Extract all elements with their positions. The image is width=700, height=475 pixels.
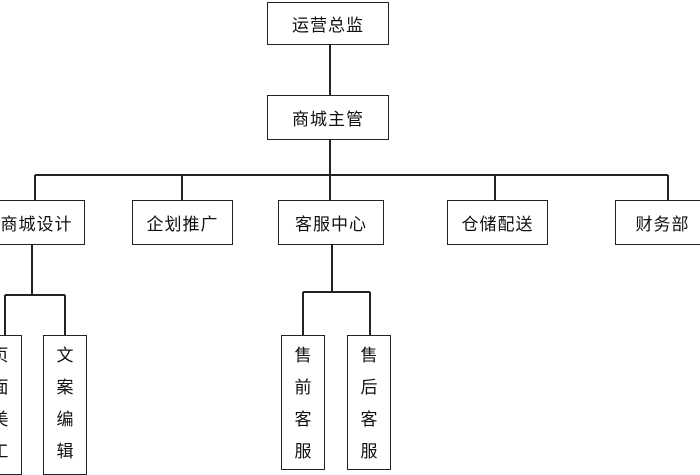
vertical-label-char: 案 bbox=[56, 378, 74, 398]
node-aftersales-service: 售后客服 bbox=[347, 335, 391, 470]
vertical-label: 售前客服 bbox=[282, 340, 324, 468]
node-planning-promotion: 企划推广 bbox=[132, 200, 233, 245]
node-finance-department: 财务部 bbox=[615, 200, 700, 245]
node-copy-editor: 文案编辑 bbox=[43, 335, 87, 475]
vertical-label: 文案编辑 bbox=[44, 340, 86, 468]
node-operations-director: 运营总监 bbox=[267, 2, 389, 45]
node-warehouse-delivery: 仓储配送 bbox=[447, 200, 548, 245]
vertical-label-char: 服 bbox=[360, 442, 378, 462]
vertical-label-char: 美 bbox=[0, 404, 21, 436]
vertical-label-char: 客 bbox=[294, 410, 312, 430]
vertical-label-char: 后 bbox=[360, 378, 378, 398]
vertical-label-char: 工 bbox=[0, 436, 21, 468]
vertical-label: 页面美工 bbox=[0, 340, 21, 468]
vertical-label-char: 辑 bbox=[56, 442, 74, 462]
vertical-label: 售后客服 bbox=[348, 340, 390, 468]
node-customer-service-center: 客服中心 bbox=[278, 200, 384, 245]
node-page-artist: 页面美工 bbox=[0, 335, 22, 475]
vertical-label-char: 页 bbox=[0, 340, 21, 372]
node-presales-service: 售前客服 bbox=[281, 335, 325, 470]
node-mall-manager: 商城主管 bbox=[267, 95, 389, 140]
vertical-label-char: 文 bbox=[56, 346, 74, 366]
vertical-label-char: 前 bbox=[294, 378, 312, 398]
node-mall-design: 商城设计 bbox=[0, 200, 85, 245]
vertical-label-char: 编 bbox=[56, 410, 74, 430]
vertical-label-char: 售 bbox=[360, 346, 378, 366]
vertical-label-char: 客 bbox=[360, 410, 378, 430]
vertical-label-char: 售 bbox=[294, 346, 312, 366]
vertical-label-char: 服 bbox=[294, 442, 312, 462]
vertical-label-char: 面 bbox=[0, 372, 21, 404]
